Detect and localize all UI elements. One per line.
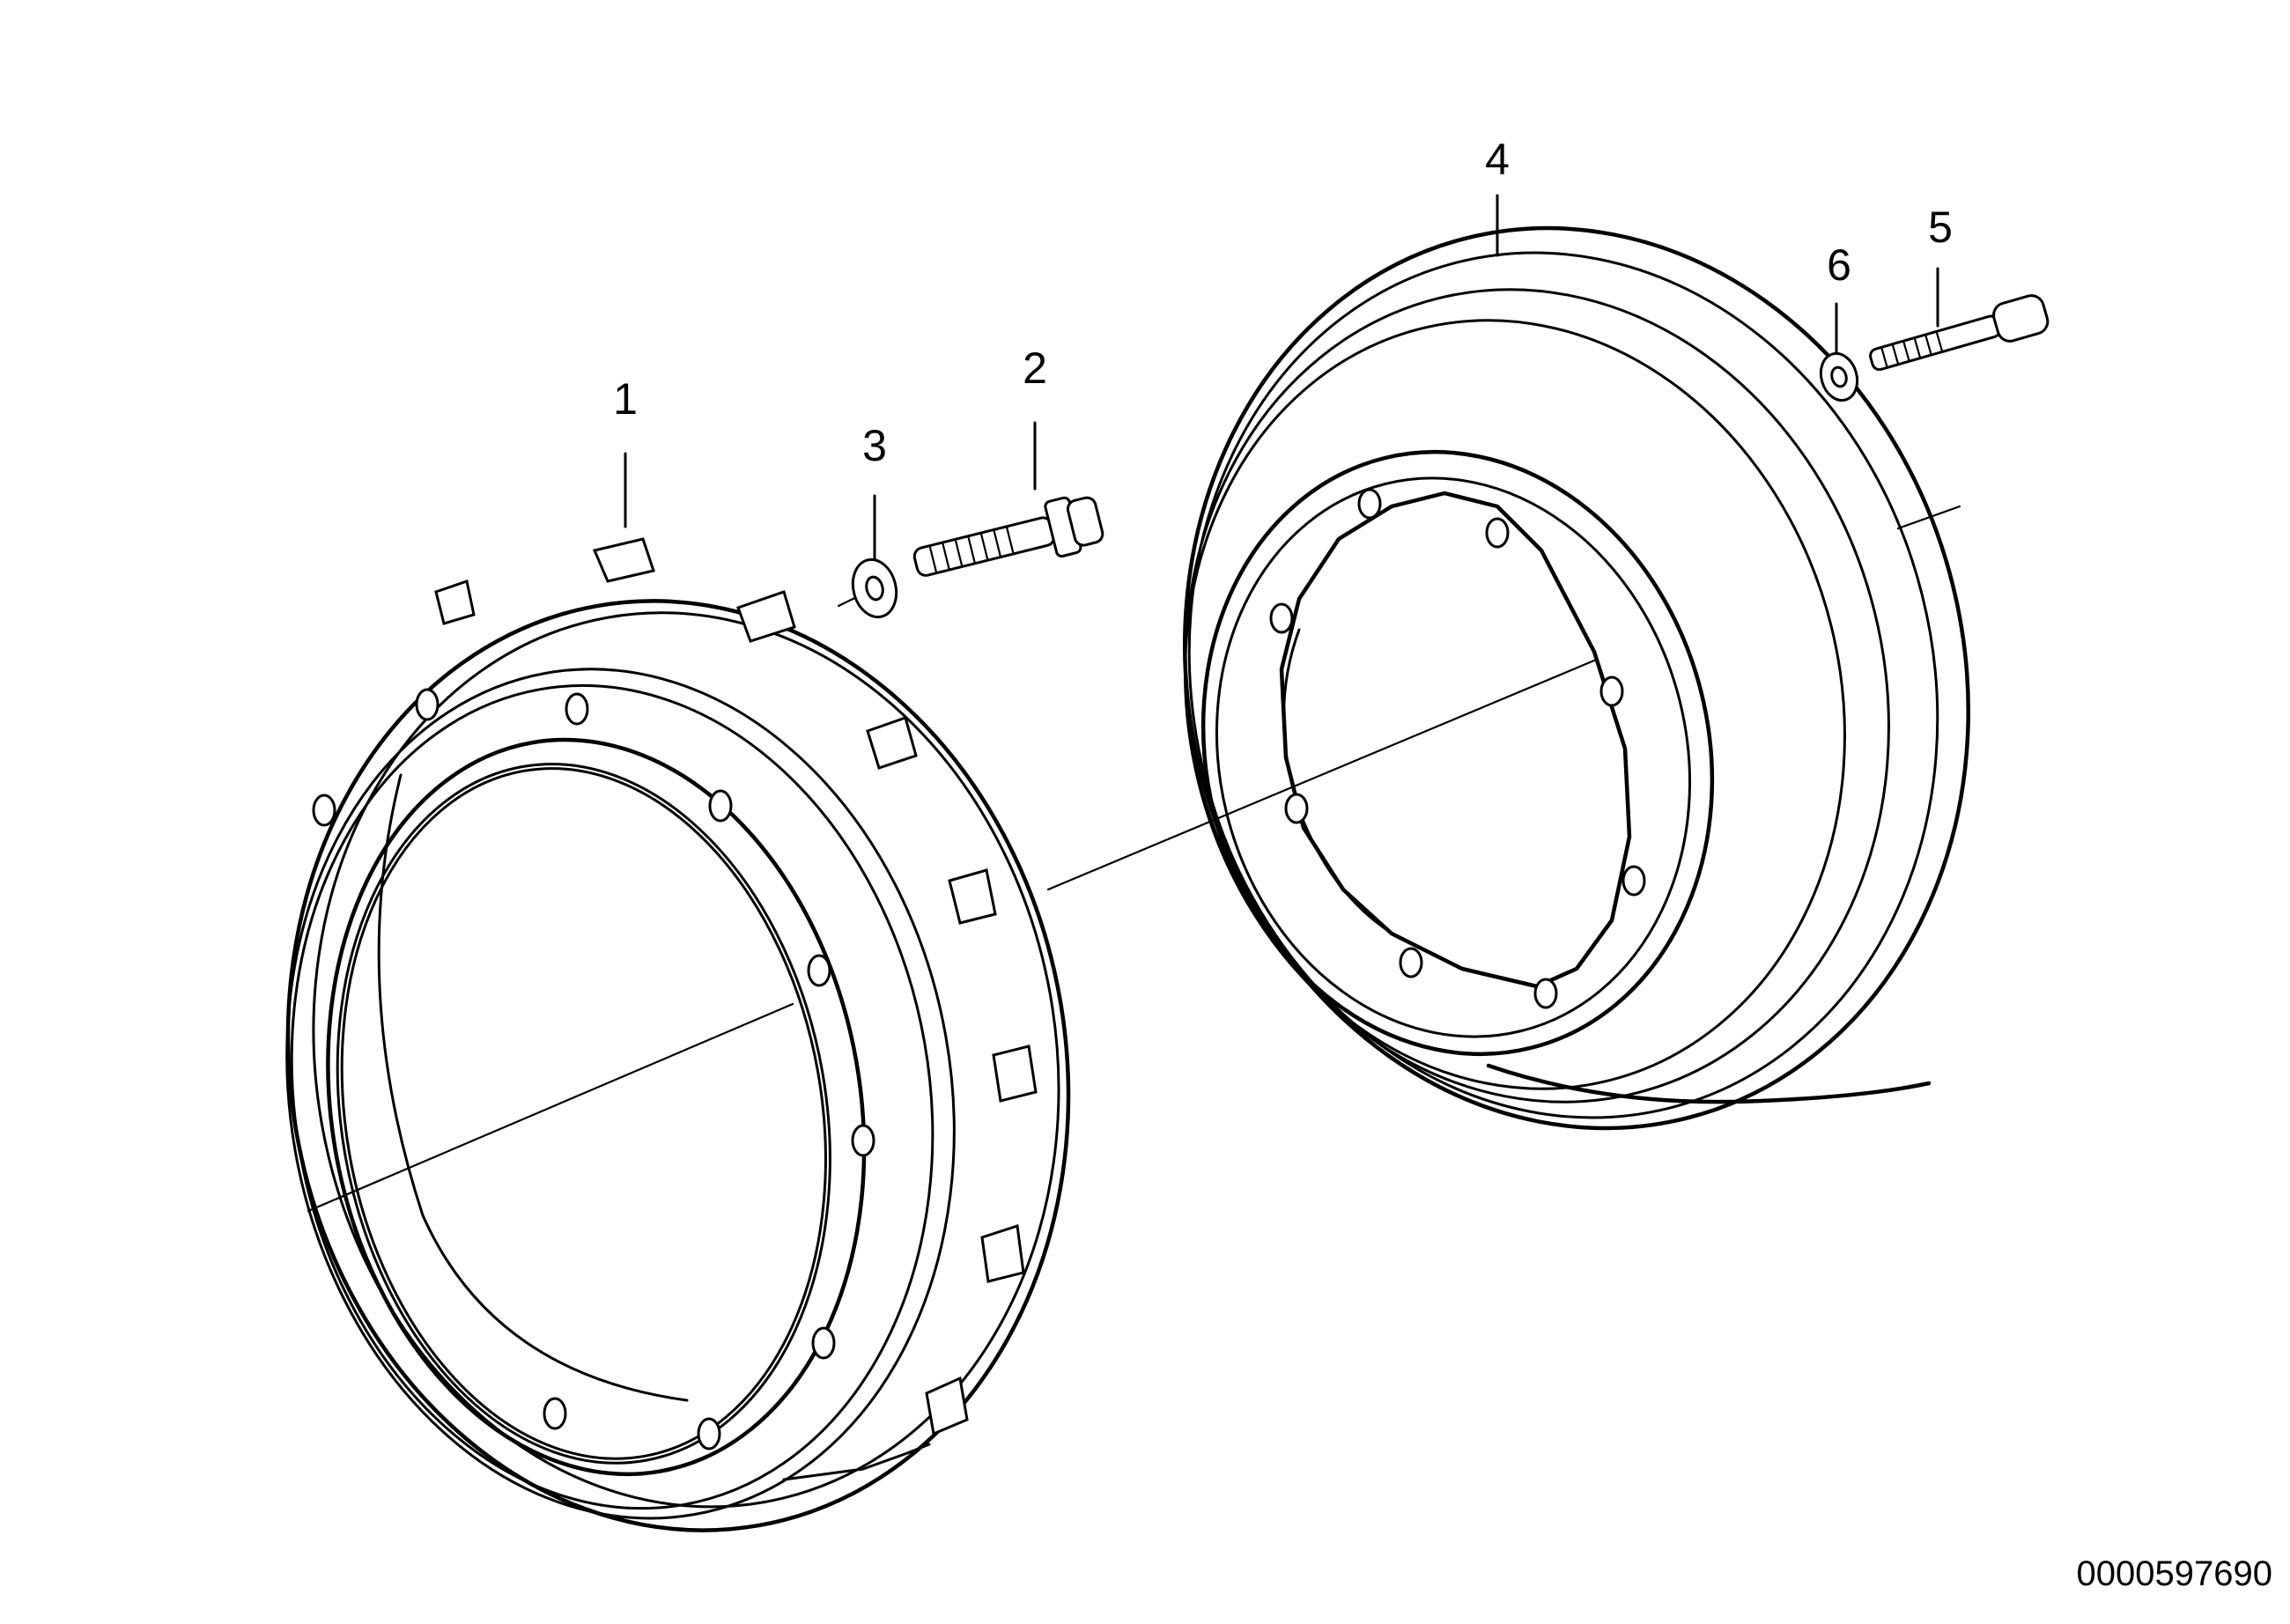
callout-6: 6 (1827, 240, 1851, 290)
callout-3: 3 (862, 421, 887, 470)
part-4-lower-contour (1486, 1063, 1932, 1104)
axis-centerline (307, 505, 1961, 1213)
callout-2: 2 (1023, 343, 1047, 393)
part-5-bolt (1869, 294, 2050, 372)
part-1-lugs (434, 537, 1038, 1436)
part-1-inner-lip (377, 773, 689, 1402)
part-4-mounting-plate (1279, 491, 1632, 989)
part-4-drum (1183, 225, 1970, 1131)
document-number: 0000597690 (2077, 1554, 2272, 1593)
part-3-washer (851, 557, 898, 619)
part-4-bolt-holes (1269, 488, 1646, 1009)
part-2-bolt (912, 496, 1104, 577)
part-4-plate-inner-edge (1282, 628, 1429, 953)
part-1-bottom-segment (782, 1443, 931, 1481)
part-6-washer (1819, 351, 1859, 402)
callout-5: 5 (1928, 203, 1953, 252)
part-1-bolt-holes (312, 688, 875, 1451)
part-1-ring (285, 599, 1071, 1532)
callout-1: 1 (613, 374, 638, 424)
callout-4: 4 (1485, 135, 1510, 184)
leader-lines (624, 194, 1939, 561)
